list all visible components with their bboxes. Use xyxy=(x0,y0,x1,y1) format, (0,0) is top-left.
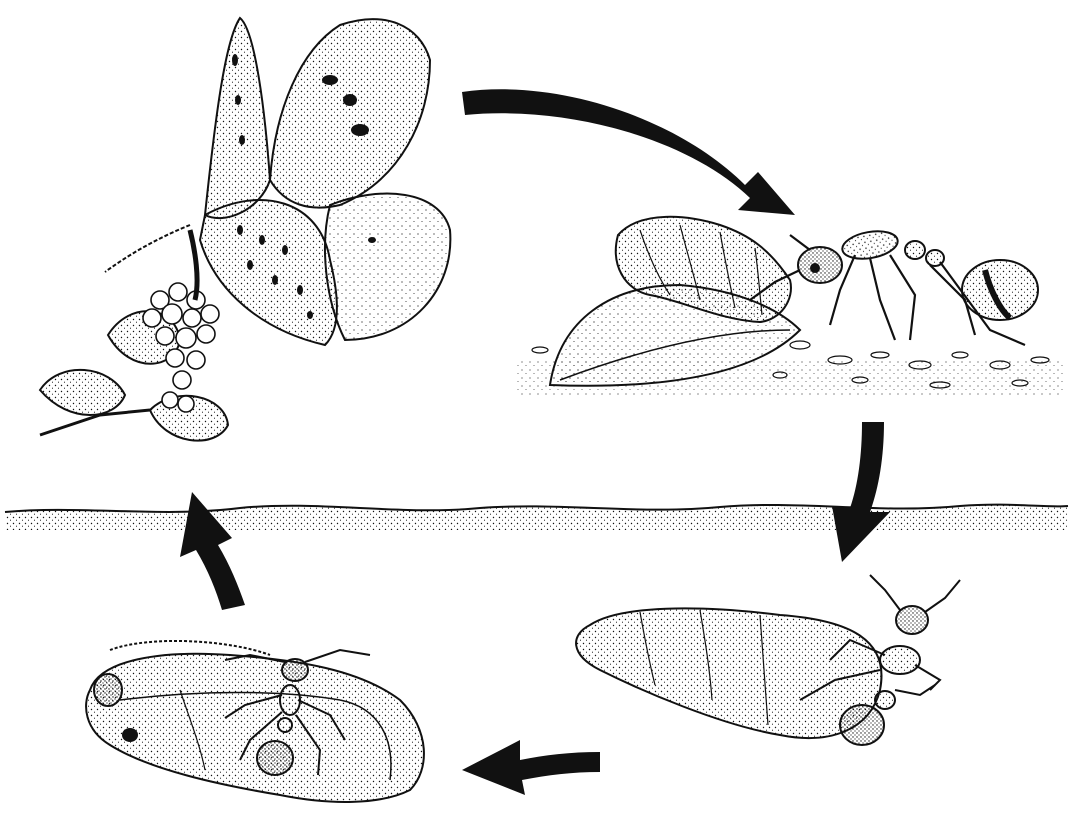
arrow-larva-to-nest-icon xyxy=(832,422,890,562)
larva-with-ant-icon xyxy=(576,575,960,745)
ground-surface-icon xyxy=(5,505,1068,530)
butterfly-on-flower-icon xyxy=(40,18,450,441)
arrow-adult-to-larva-icon xyxy=(462,89,795,215)
pupa-with-ant-icon xyxy=(86,641,424,802)
caterpillar-with-ant-icon xyxy=(515,217,1065,395)
arrow-larva-to-pupa-icon xyxy=(462,740,600,795)
